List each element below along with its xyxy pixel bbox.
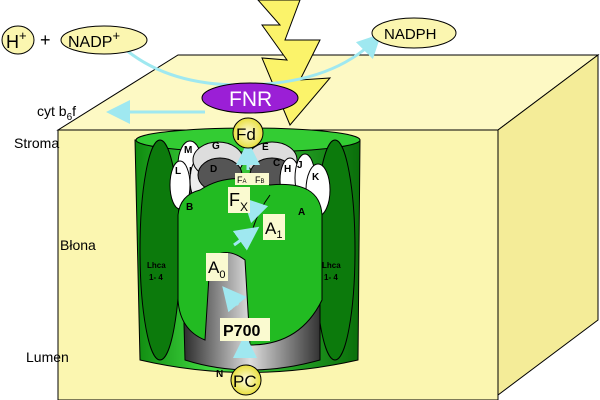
subunit-j: J [297,160,303,171]
svg-text:FNR: FNR [229,88,272,111]
subunit-a: A [298,207,305,218]
subunit-g: G [212,141,220,152]
plastocyanin: PC [230,364,262,396]
svg-text:P700: P700 [223,323,260,340]
subunit-e: E [262,142,269,153]
nadph: NADPH [371,17,457,49]
fnr-enzyme: FNR [201,82,299,114]
lumen-label: Lumen [26,349,69,365]
p700: P700 [220,318,270,341]
psi-complex [134,127,361,373]
subunit-n: N [216,369,223,380]
subunit-m: M [184,145,192,156]
subunit-h: H [284,164,291,175]
ferredoxin: Fd [232,117,264,149]
cofactor-a0: A0 [206,253,228,281]
svg-text:NADP+: NADP+ [68,28,120,51]
lhca-right-range: 1- 4 [324,273,338,282]
plus-sign: + [40,30,51,50]
svg-text:H+: H+ [6,28,27,52]
subunit-d: D [210,164,217,175]
svg-text:A0: A0 [208,258,225,281]
light-bolt-icon [257,0,332,126]
subunit-b: B [186,202,193,213]
membrane-label: Błona [60,237,96,253]
nadp-plus: NADP+ [60,25,148,55]
svg-text:NADPH: NADPH [384,26,437,43]
subunit-c: C [273,158,280,169]
svg-text:PC: PC [233,372,257,391]
cofactor-fx: FX [228,187,250,214]
svg-text:FX: FX [229,190,248,214]
svg-text:FB: FB [255,175,265,185]
lhca-left-range: 1- 4 [149,273,163,282]
subunit-k: K [312,172,320,183]
h-plus: H+ [1,25,35,55]
lhca-right-label: Lhca [322,261,341,270]
subunit-i: I [189,166,192,177]
svg-text:FA: FA [237,175,247,185]
cyt-b6f-label: cyt b6f [37,103,76,123]
cofactor-a1: A1 [263,214,285,241]
lhca-left-label: Lhca [147,261,166,270]
subunit-l: L [175,166,181,177]
svg-text:Fd: Fd [236,125,256,144]
cofactor-fa-fb: FA FB [235,173,269,185]
svg-text:A1: A1 [265,219,282,241]
stroma-label: Stroma [14,135,59,151]
